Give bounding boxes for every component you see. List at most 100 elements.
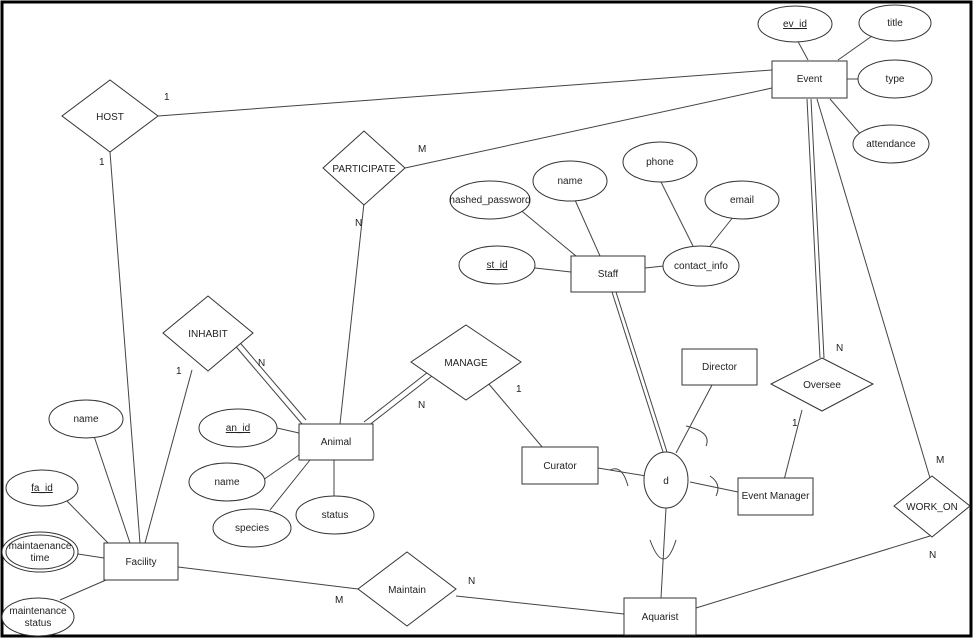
card-manage-curator: 1 [516,384,522,395]
attribute-contact-info-label: contact_info [674,261,728,272]
line-event-title [837,35,873,61]
line-facility-mtime [77,553,105,559]
card-inhabit-facility: 1 [176,366,182,377]
line-host-facility [109,151,141,544]
line-d-aquarist [660,507,667,599]
relationship-manage: MANAGE [410,324,522,401]
attribute-contact-info: contact_info [662,245,740,287]
attribute-st-id: st_id [458,245,536,285]
line-staff-stid [534,267,572,273]
entity-director-label: Director [702,362,738,373]
entity-facility: Facility [103,542,179,581]
line-staff-d-a [611,291,664,453]
attribute-maintenance-status-label-2: status [25,618,52,629]
attribute-species-label: species [235,523,269,534]
line-manage-curator [487,382,544,449]
line-participate-event [404,87,773,169]
relationship-work-on-label: WORK_ON [906,502,958,513]
line-maintain-aquarist [455,595,625,615]
line-participate-animal [339,202,365,425]
attribute-hashed-password-label: hashed_password [449,195,530,206]
relationship-maintain-label: Maintain [388,585,426,596]
attribute-staff-name: name [532,160,608,202]
attribute-maintenance-time-label-2: time [31,553,50,564]
entity-curator: Curator [521,446,599,485]
entity-animal: Animal [298,423,374,461]
entity-staff-label: Staff [598,269,619,280]
line-inhabit-facility [144,369,193,544]
line-facility-mstatus [59,579,107,601]
card-oversee-event: N [836,343,843,354]
entity-event-label: Event [797,74,823,85]
card-maintain-facility: M [335,595,343,606]
attribute-attendance-label: attendance [866,139,916,150]
relationship-inhabit: INHABIT [162,295,254,372]
line-host-event [157,69,773,117]
attribute-email: email [704,180,780,220]
card-maintain-aquarist: N [468,576,475,587]
relationship-host: HOST [61,79,159,153]
subset-arc-director [685,425,708,447]
line-facility-name [93,435,131,544]
specialization-disjoint: d [643,451,689,509]
card-host-facility: 1 [99,157,105,168]
line-contact-phone [659,179,694,247]
attribute-type: type [857,59,933,99]
line-d-manager [689,481,739,493]
relationship-inhabit-label: INHABIT [188,329,227,340]
card-inhabit-animal: N [258,358,265,369]
attribute-title-label: title [887,18,903,29]
line-event-attendance [829,98,863,137]
line-staff-password [517,207,577,257]
entity-staff: Staff [570,255,646,293]
attribute-type-label: type [886,74,905,85]
attribute-an-id-label: an_id [226,423,250,434]
entity-event-manager: Event Manager [737,477,814,516]
attribute-title: title [858,4,932,42]
line-workon-aquarist [695,535,931,609]
card-workon-aquarist: N [929,550,936,561]
attribute-animal-name: name [188,462,266,502]
subset-arc-manager [709,475,719,497]
entity-curator-label: Curator [543,461,577,472]
card-host-event: 1 [164,92,170,103]
attribute-phone: phone [622,141,698,183]
card-oversee-manager: 1 [792,418,798,429]
line-event-oversee-b [810,98,825,359]
line-facility-faid [63,497,111,546]
attribute-species: species [212,508,292,548]
attribute-maintenance-time: maintaenance time [1,531,79,573]
line-staff-d-b [615,291,668,453]
relationship-participate: PARTICIPATE [322,130,406,206]
relationship-oversee-label: Oversee [803,380,841,391]
relationship-host-label: HOST [96,112,124,123]
line-animal-species [269,459,311,511]
attribute-maintenance-time-label-1: maintaenance [9,541,72,552]
line-event-oversee-a [806,98,821,359]
relationship-participate-label: PARTICIPATE [332,164,395,175]
attribute-an-id: an_id [198,408,278,448]
attribute-facility-name-label: name [73,414,98,425]
subset-arc-aquarist [649,539,677,560]
line-contact-email [709,215,735,247]
attribute-st-id-label: st_id [486,260,507,271]
relationship-maintain: Maintain [357,551,457,627]
card-participate-event: M [418,144,426,155]
card-manage-animal: N [418,400,425,411]
relationship-oversee: Oversee [769,357,875,412]
entity-director: Director [681,348,758,386]
entity-event-manager-label: Event Manager [742,491,810,502]
attribute-ev-id-label: ev_id [783,19,807,30]
line-manage-animal-a [363,371,429,423]
entity-animal-label: Animal [321,437,352,448]
attribute-ev-id: ev_id [757,5,833,43]
relationship-manage-label: MANAGE [444,358,488,369]
cardinality-labels: 1 1 M N 1 N 1 N N 1 M N M N [99,92,944,606]
subset-arc-curator [609,468,629,487]
attribute-status: status [295,495,375,535]
line-d-director [675,384,713,454]
entity-aquarist-label: Aquarist [642,612,679,623]
line-staff-name [574,199,601,257]
card-participate-animal: N [355,218,362,229]
